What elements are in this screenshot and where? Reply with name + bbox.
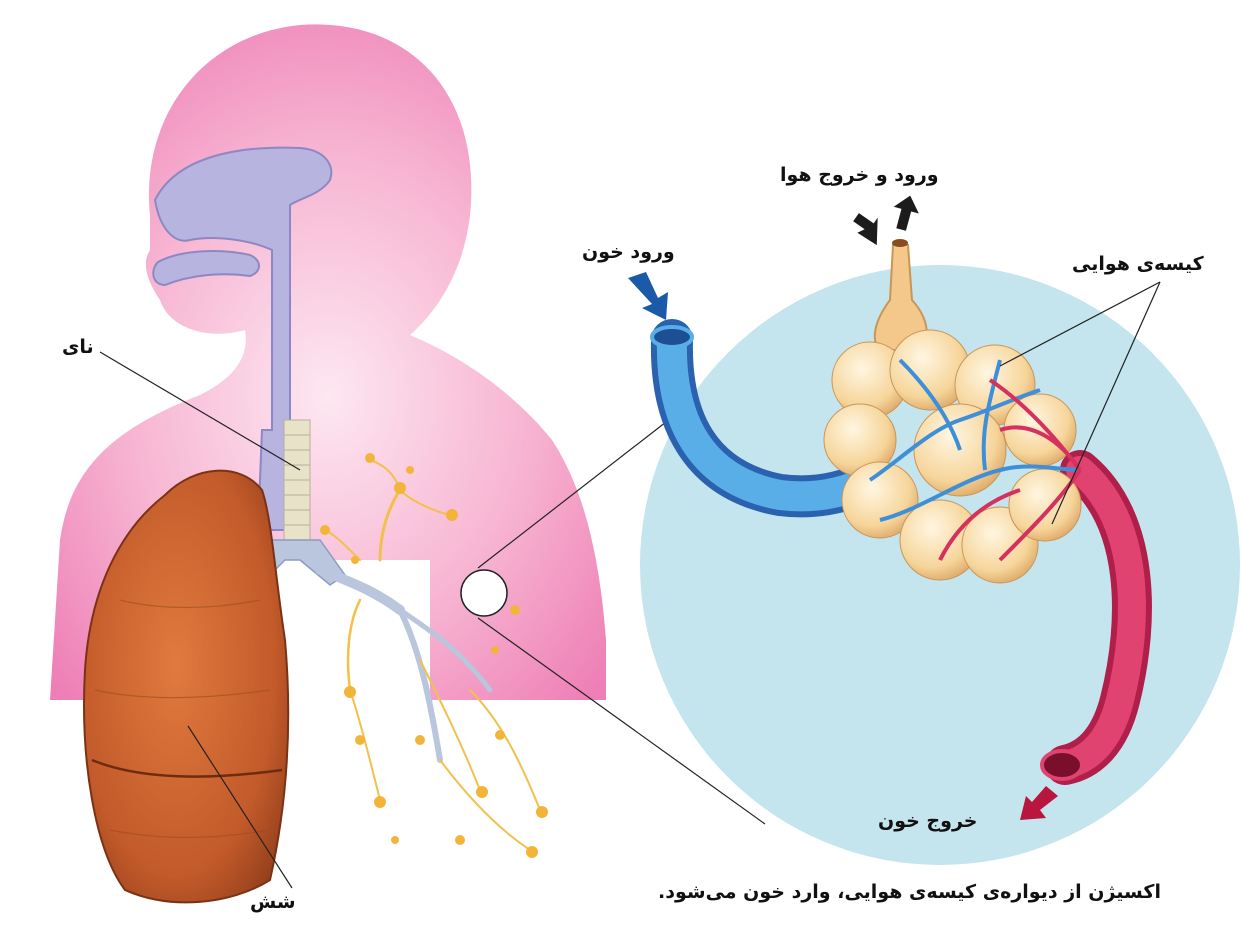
label-air-in-out: ورود و خروج هوا (780, 166, 939, 185)
label-air-sac: کیسه‌ی هوایی (1072, 255, 1204, 274)
label-blood-out: خروج خون (878, 812, 977, 831)
label-blood-in: ورود خون (582, 243, 675, 262)
label-lung: شش (250, 893, 296, 912)
label-trachea: نای (62, 338, 94, 357)
magnifier-circle (461, 570, 507, 616)
caption: اکسیژن از دیواره‌ی کیسه‌ی هوایی، وارد خو… (658, 883, 1161, 902)
arrow-blood-in-icon (628, 272, 668, 320)
arrow-air-out-icon (889, 192, 923, 233)
arrow-air-in-icon (849, 207, 890, 246)
